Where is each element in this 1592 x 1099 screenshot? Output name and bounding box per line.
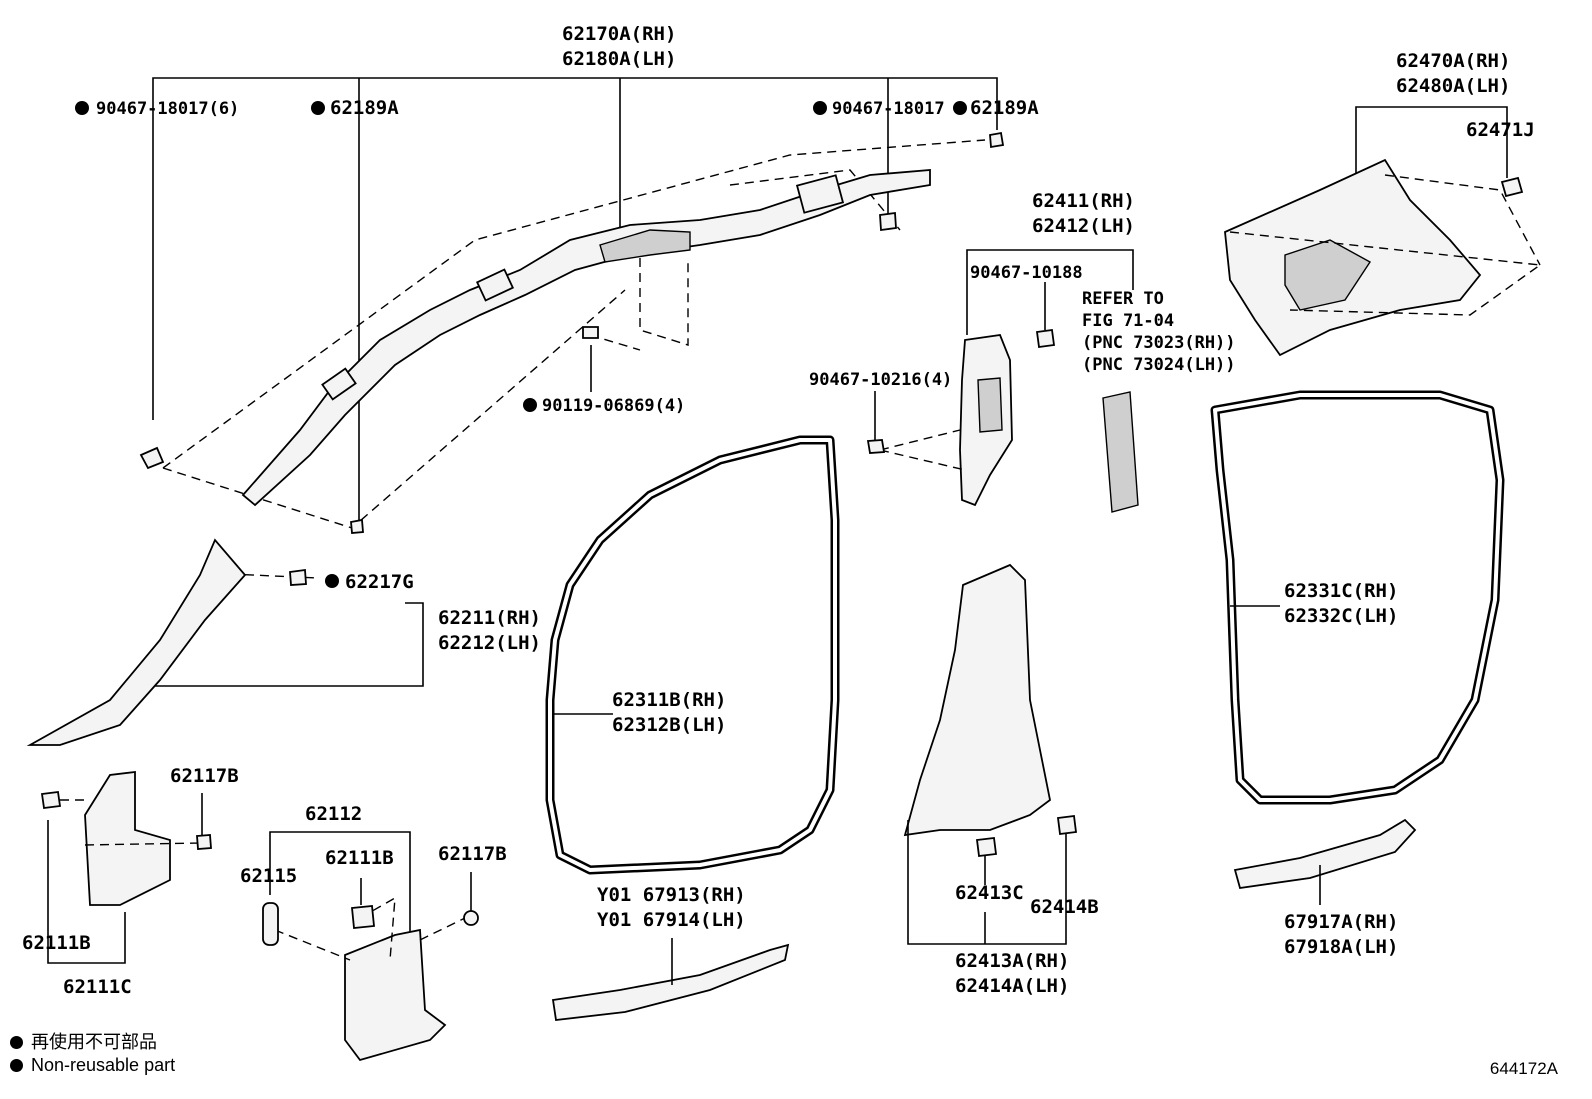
label-62112: 62112 — [305, 803, 362, 825]
figure-number: 644172A — [1489, 1059, 1558, 1078]
cowl-side-trim — [40, 770, 212, 964]
refer-line-1: REFER TO — [1082, 289, 1164, 309]
label-90467-10188: 90467-10188 — [970, 263, 1083, 283]
clip-62111B-b — [351, 905, 375, 929]
front-kick-panel — [262, 831, 479, 1062]
label-62412: 62412(LH) — [1032, 215, 1135, 237]
b-pillar-upper-garnish — [866, 249, 1139, 513]
front-door-weatherstrip — [545, 435, 840, 875]
clip-62115 — [262, 902, 279, 946]
label-62414B: 62414B — [1030, 896, 1099, 918]
label-62311B: 62311B(RH) — [612, 689, 726, 711]
non-reusable-marker — [953, 101, 967, 115]
label-62217G: 62217G — [345, 571, 414, 593]
label-90467-10216: 90467-10216(4) — [809, 370, 952, 390]
label-62414A: 62414A(LH) — [955, 975, 1069, 997]
label-67914: Y01 67914(LH) — [597, 909, 746, 931]
refer-line-3: (PNC 73023(RH)) — [1082, 333, 1236, 353]
clip-90467-10216 — [866, 439, 886, 454]
clip-62111B-a — [40, 790, 62, 810]
non-reusable-marker — [523, 398, 537, 412]
clip-62117B-a — [196, 834, 212, 850]
curtain-airbag-assembly — [139, 77, 1005, 534]
non-reusable-marker — [311, 101, 325, 115]
label-67913: Y01 67913(RH) — [597, 884, 746, 906]
label-62411: 62411(RH) — [1032, 190, 1135, 212]
non-reusable-marker — [813, 101, 827, 115]
label-90467-18017-6: 90467-18017(6) — [96, 99, 239, 119]
refer-line-4: (PNC 73024(LH)) — [1082, 355, 1236, 375]
label-62212: 62212(LH) — [438, 632, 541, 654]
label-90119-06869: 90119-06869(4) — [542, 396, 685, 416]
rear-door-weatherstrip — [1210, 390, 1505, 805]
label-62111B-a: 62111B — [22, 932, 91, 954]
label-62480A: 62480A(LH) — [1396, 75, 1510, 97]
label-67918A: 67918A(LH) — [1284, 936, 1398, 958]
label-62413C: 62413C — [955, 882, 1024, 904]
label-62470A: 62470A(RH) — [1396, 50, 1510, 72]
label-62312B: 62312B(LH) — [612, 714, 726, 736]
clip-62471J — [1500, 176, 1524, 198]
label-62413A: 62413A(RH) — [955, 950, 1069, 972]
legend-japanese: 再使用不可部品 — [10, 1028, 157, 1054]
clip-62414B — [1056, 814, 1078, 836]
non-reusable-marker — [325, 574, 339, 588]
bullet-icon — [10, 1059, 23, 1072]
label-62111B-b: 62111B — [325, 847, 394, 869]
a-pillar-garnish — [26, 538, 424, 746]
clip-62413C — [975, 837, 998, 857]
label-62471J: 62471J — [1466, 119, 1535, 141]
b-pillar-lower-garnish — [903, 563, 1078, 945]
label-62117B-a: 62117B — [170, 765, 239, 787]
front-scuff-plate — [551, 938, 790, 1021]
bolt-90119-06869 — [582, 326, 599, 339]
label-62115: 62115 — [240, 865, 297, 887]
legend-en-text: Non-reusable part — [31, 1055, 176, 1075]
label-62117B-b: 62117B — [438, 843, 507, 865]
clip-62217G — [289, 568, 307, 586]
clip-90467-18017-left — [139, 446, 165, 470]
label-62111C: 62111C — [63, 976, 132, 998]
clip-90467-18017-right — [879, 211, 897, 232]
legend-english: Non-reusable part — [10, 1055, 175, 1076]
bullet-icon — [10, 1036, 23, 1049]
clip-90467-10188 — [1035, 328, 1056, 349]
label-62189A-left: 62189A — [330, 97, 399, 119]
refer-line-2: FIG 71-04 — [1082, 311, 1174, 331]
rear-scuff-plate — [1233, 818, 1417, 905]
clip-62189A-right — [989, 131, 1005, 149]
seat-belt-anchor — [1102, 391, 1139, 513]
label-62331C: 62331C(RH) — [1284, 580, 1398, 602]
label-62211: 62211(RH) — [438, 607, 541, 629]
clip-62189A-left — [350, 518, 364, 534]
quarter-trim-panel — [1224, 106, 1542, 357]
label-62332C: 62332C(LH) — [1284, 605, 1398, 627]
legend-jp-text: 再使用不可部品 — [31, 1032, 157, 1052]
clip-62117B-b — [463, 910, 479, 926]
non-reusable-marker — [75, 101, 89, 115]
label-62170A: 62170A(RH) — [562, 23, 676, 45]
label-62189A-right: 62189A — [970, 97, 1039, 119]
label-62180A: 62180A(LH) — [562, 48, 676, 70]
label-67917A: 67917A(RH) — [1284, 911, 1398, 933]
label-90467-18017: 90467-18017 — [832, 99, 945, 119]
